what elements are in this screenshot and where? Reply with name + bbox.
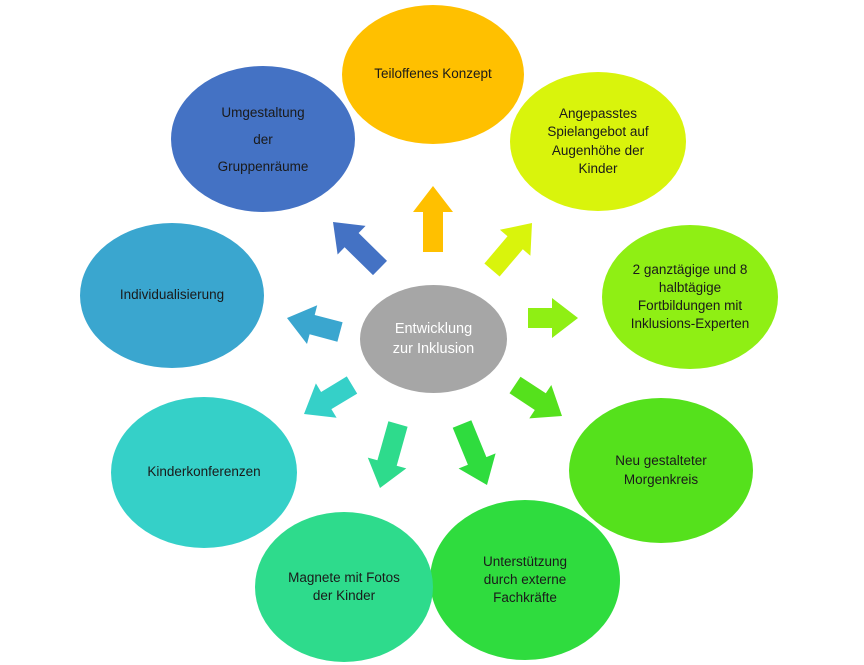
node-fortbildungen: 2 ganztägige und 8 halbtägige Fortbildun… — [602, 225, 778, 369]
center-node: Entwicklung zur Inklusion — [360, 285, 507, 393]
arrow-to-fachkraefte — [452, 420, 496, 485]
arrow-to-teiloffen — [413, 186, 453, 252]
arrow-to-magnete — [367, 421, 408, 488]
arrow-to-morgenkreis — [509, 376, 562, 419]
node-magnete: Magnete mit Fotos der Kinder — [255, 512, 433, 662]
arrow-to-individualisierung — [287, 305, 343, 344]
arrow-to-umgestaltung — [333, 222, 387, 276]
node-morgenkreis: Neu gestalteter Morgenkreis — [569, 398, 753, 543]
node-umgestaltung: Umgestaltung der Gruppenräume — [171, 66, 355, 212]
arrow-to-spielangebot — [484, 223, 532, 277]
node-kinderkonferenzen: Kinderkonferenzen — [111, 397, 297, 548]
arrow-to-kinderkonferenzen — [304, 376, 358, 418]
node-individualisierung: Individualisierung — [80, 223, 264, 368]
node-fachkraefte: Unterstützung durch externe Fachkräfte — [430, 500, 620, 660]
node-teiloffenes-konzept: Teiloffenes Konzept — [342, 5, 524, 144]
arrow-to-fortbildungen — [528, 298, 578, 338]
node-spielangebot: Angepasstes Spielangebot auf Augenhöhe d… — [510, 72, 686, 211]
